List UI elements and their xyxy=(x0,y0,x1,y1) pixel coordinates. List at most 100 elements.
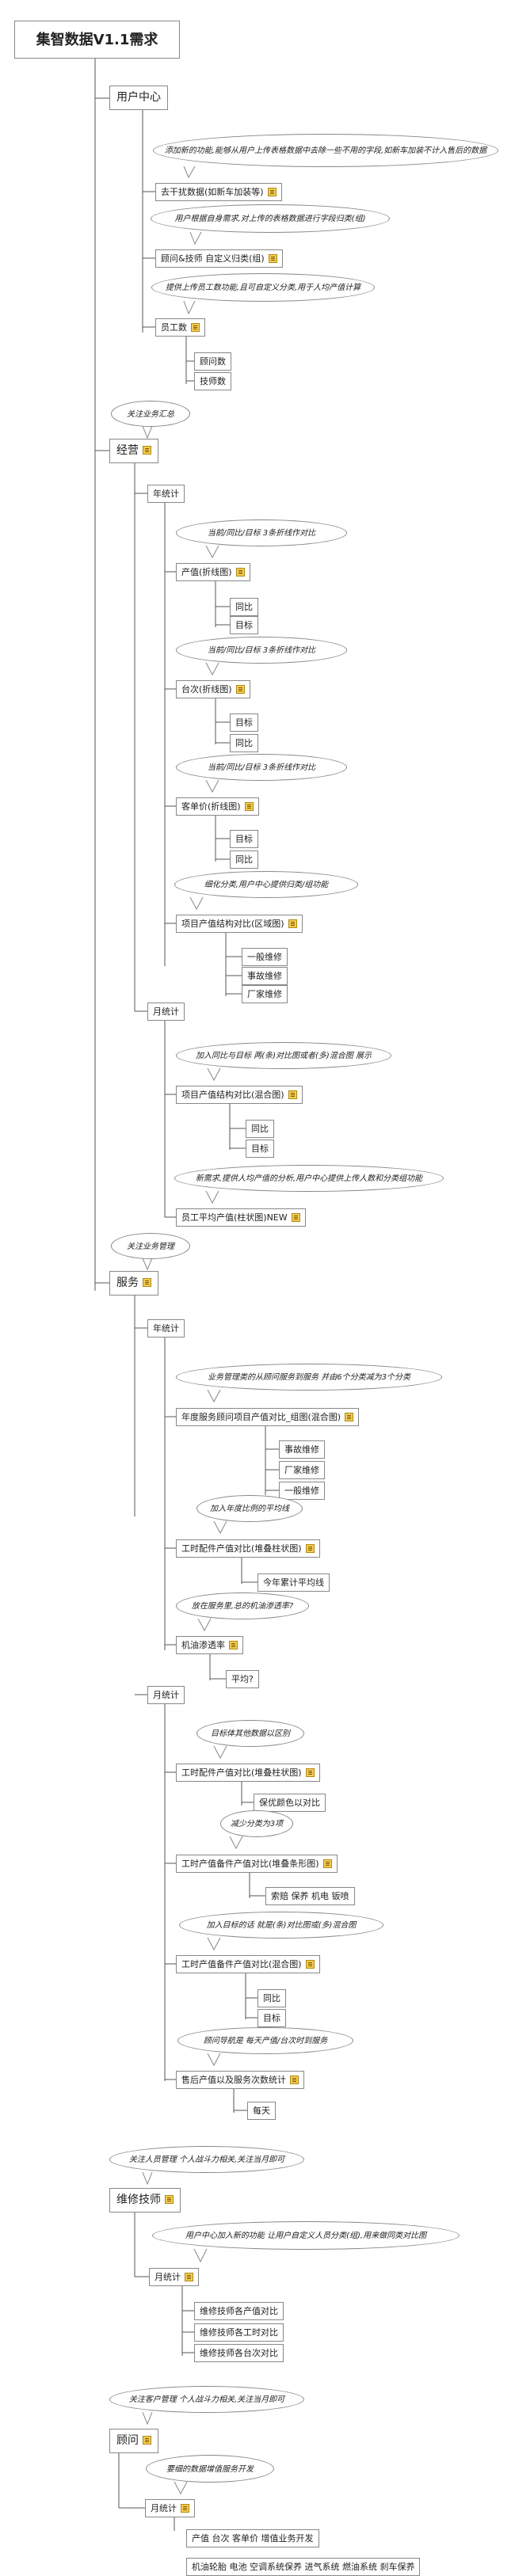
service-annual-node[interactable]: 年统计 xyxy=(147,1319,185,1337)
leaf-node[interactable]: 同比 xyxy=(258,1989,286,2007)
note-icon xyxy=(181,2503,189,2513)
leaf-node[interactable]: 一般维修 xyxy=(242,948,288,966)
operation-annual-item-3[interactable]: 客单价(折线图) xyxy=(176,797,259,816)
leaf-node[interactable]: 目标 xyxy=(258,2009,286,2027)
user-center-item-3[interactable]: 员工数 xyxy=(155,318,205,337)
item-label: 产值(折线图) xyxy=(181,567,232,577)
leaf-node[interactable]: 目标 xyxy=(246,1140,274,1158)
service-monthly-item-4[interactable]: 售后产值以及服务次数统计 xyxy=(176,2071,304,2089)
service-monthly-item-2[interactable]: 工时产值备件产值对比(堆叠条形图) xyxy=(176,1855,338,1873)
item-label: 项目产值结构对比(混合图) xyxy=(181,1090,284,1100)
operation-title: 经营 xyxy=(116,444,139,457)
leaf-node[interactable]: 技师数 xyxy=(194,372,231,390)
operation-monthly-node[interactable]: 月统计 xyxy=(147,1003,185,1021)
note-text: 提供上传员工数功能,且可自定义分类,用于人均产值计算 xyxy=(165,283,361,292)
leaf-node[interactable]: 维修技师各台次对比 xyxy=(194,2344,284,2362)
operation-annual-item-2[interactable]: 台次(折线图) xyxy=(176,680,250,698)
item-label: 售后产值以及服务次数统计 xyxy=(181,2075,286,2085)
leaf-node[interactable]: 产值 台次 客单价 增值业务开发 xyxy=(186,2529,319,2547)
monthly-label: 月统计 xyxy=(154,2272,181,2282)
leaf-label: 产值 台次 客单价 增值业务开发 xyxy=(192,2533,314,2544)
note-text: 目标体其他数据以区别 xyxy=(211,1729,290,1738)
leaf-label: 目标 xyxy=(251,1143,269,1154)
leaf-label: 索赔 保养 机电 钣喷 xyxy=(271,1891,349,1901)
operation-monthly-item-2[interactable]: 员工平均产值(柱状图)NEW xyxy=(176,1208,306,1227)
leaf-node[interactable]: 维修技师各产值对比 xyxy=(194,2302,284,2320)
note-icon xyxy=(290,2075,299,2084)
leaf-node[interactable]: 今年累计平均线 xyxy=(258,1573,330,1592)
leaf-label: 每天 xyxy=(253,2106,270,2116)
service-monthly-node[interactable]: 月统计 xyxy=(147,1686,185,1704)
operation-monthly-item-1[interactable]: 项目产值结构对比(混合图) xyxy=(176,1086,303,1104)
leaf-label: 目标 xyxy=(263,2013,280,2023)
leaf-node[interactable]: 同比 xyxy=(230,734,258,752)
leaf-node[interactable]: 保优颜色以对比 xyxy=(254,1794,326,1812)
operation-node[interactable]: 经营 xyxy=(109,439,158,463)
note-icon xyxy=(235,684,245,694)
service-monthly-note-1: 目标体其他数据以区别 xyxy=(196,1720,304,1747)
item-label: 工时配件产值对比(堆叠柱状图) xyxy=(181,1767,302,1778)
note-icon xyxy=(305,1767,315,1777)
leaf-node[interactable]: 厂家维修 xyxy=(279,1461,325,1479)
leaf-node[interactable]: 厂家维修 xyxy=(242,985,288,1003)
note-text: 关注业务汇总 xyxy=(127,410,174,419)
note-text: 加入同比与目标 两(条)对比图或者(多)混合图 展示 xyxy=(196,1052,372,1060)
leaf-label: 同比 xyxy=(235,854,253,865)
user-center-item-1[interactable]: 去干扰数据(如新车加装等) xyxy=(155,183,282,201)
service-annual-item-1[interactable]: 年度服务顾问项目产值对比_组图(混合图) xyxy=(176,1408,360,1426)
user-center-node[interactable]: 用户中心 xyxy=(109,86,168,110)
note-icon xyxy=(305,1959,315,1969)
leaf-label: 厂家维修 xyxy=(247,989,282,999)
leaf-node[interactable]: 事故维修 xyxy=(242,967,288,985)
leaf-node[interactable]: 平均? xyxy=(226,1670,259,1688)
leaf-node[interactable]: 维修技师各工时对比 xyxy=(194,2323,284,2342)
note-text: 用户根据自身需求,对上传的表格数据进行字段归类(组) xyxy=(174,215,366,223)
operation-note: 关注业务汇总 xyxy=(111,401,190,427)
operation-annual-item-1[interactable]: 产值(折线图) xyxy=(176,563,250,581)
note-text: 顾问导航是 每天产值/台次时到服务 xyxy=(203,2037,328,2045)
leaf-node[interactable]: 索赔 保养 机电 钣喷 xyxy=(265,1887,355,1905)
advisor-monthly-node[interactable]: 月统计 xyxy=(145,2499,195,2517)
leaf-label: 目标 xyxy=(235,717,253,728)
note-icon xyxy=(229,1640,238,1649)
note-text: 用户中心加入新的功能 让用户自定义人员分类(组),用来做同类对比图 xyxy=(185,2232,427,2240)
monthly-label: 月统计 xyxy=(153,1690,179,1700)
item-label: 员工数 xyxy=(161,322,187,333)
note-icon xyxy=(288,1090,297,1099)
service-monthly-item-1[interactable]: 工时配件产值对比(堆叠柱状图) xyxy=(176,1764,320,1782)
leaf-node[interactable]: 事故维修 xyxy=(279,1440,325,1459)
technician-monthly-node[interactable]: 月统计 xyxy=(149,2268,199,2286)
service-annual-item-2[interactable]: 工时配件产值对比(堆叠柱状图) xyxy=(176,1539,320,1558)
leaf-label: 保优颜色以对比 xyxy=(259,1798,320,1808)
leaf-node[interactable]: 每天 xyxy=(247,2102,276,2120)
leaf-node[interactable]: 目标 xyxy=(230,830,258,848)
leaf-label: 同比 xyxy=(251,1124,269,1134)
annual-label: 年统计 xyxy=(153,489,179,499)
technician-title: 维修技师 xyxy=(116,2194,161,2206)
leaf-node[interactable]: 机油轮胎 电池 空调系统保养 进气系统 燃油系统 刹车保养 xyxy=(186,2558,421,2576)
item-label: 员工平均产值(柱状图)NEW xyxy=(181,1212,288,1223)
note-icon xyxy=(305,1543,315,1553)
root-node[interactable]: 集智数据V1.1需求 xyxy=(14,21,180,59)
note-icon xyxy=(267,187,277,196)
technician-note: 关注人员管理 个人战斗力相关,关注当月即可 xyxy=(109,2146,304,2173)
leaf-node[interactable]: 同比 xyxy=(230,598,258,616)
operation-annual-node[interactable]: 年统计 xyxy=(147,485,185,503)
note-text: 减少分类为3项 xyxy=(230,1820,284,1828)
operation-annual-item-4[interactable]: 项目产值结构对比(区域图) xyxy=(176,915,303,933)
service-monthly-item-3[interactable]: 工时产值备件产值对比(混合图) xyxy=(176,1955,320,1973)
advisor-node[interactable]: 顾问 xyxy=(109,2429,158,2453)
leaf-label: 厂家维修 xyxy=(284,1465,319,1475)
leaf-node[interactable]: 目标 xyxy=(230,616,258,634)
leaf-node[interactable]: 目标 xyxy=(230,713,258,732)
leaf-node[interactable]: 一般维修 xyxy=(279,1482,325,1500)
leaf-node[interactable]: 顾问数 xyxy=(194,352,231,371)
leaf-node[interactable]: 同比 xyxy=(230,850,258,869)
technician-node[interactable]: 维修技师 xyxy=(109,2188,181,2213)
service-node[interactable]: 服务 xyxy=(109,1271,158,1296)
service-note: 关注业务管理 xyxy=(111,1233,190,1259)
leaf-node[interactable]: 同比 xyxy=(246,1120,274,1138)
service-annual-item-3[interactable]: 机油渗透率 xyxy=(176,1636,243,1654)
note-text: 当前/同比/目标 3条折线作对比 xyxy=(207,529,316,538)
user-center-item-2[interactable]: 顾问&技师 自定义归类(组) xyxy=(155,249,283,268)
